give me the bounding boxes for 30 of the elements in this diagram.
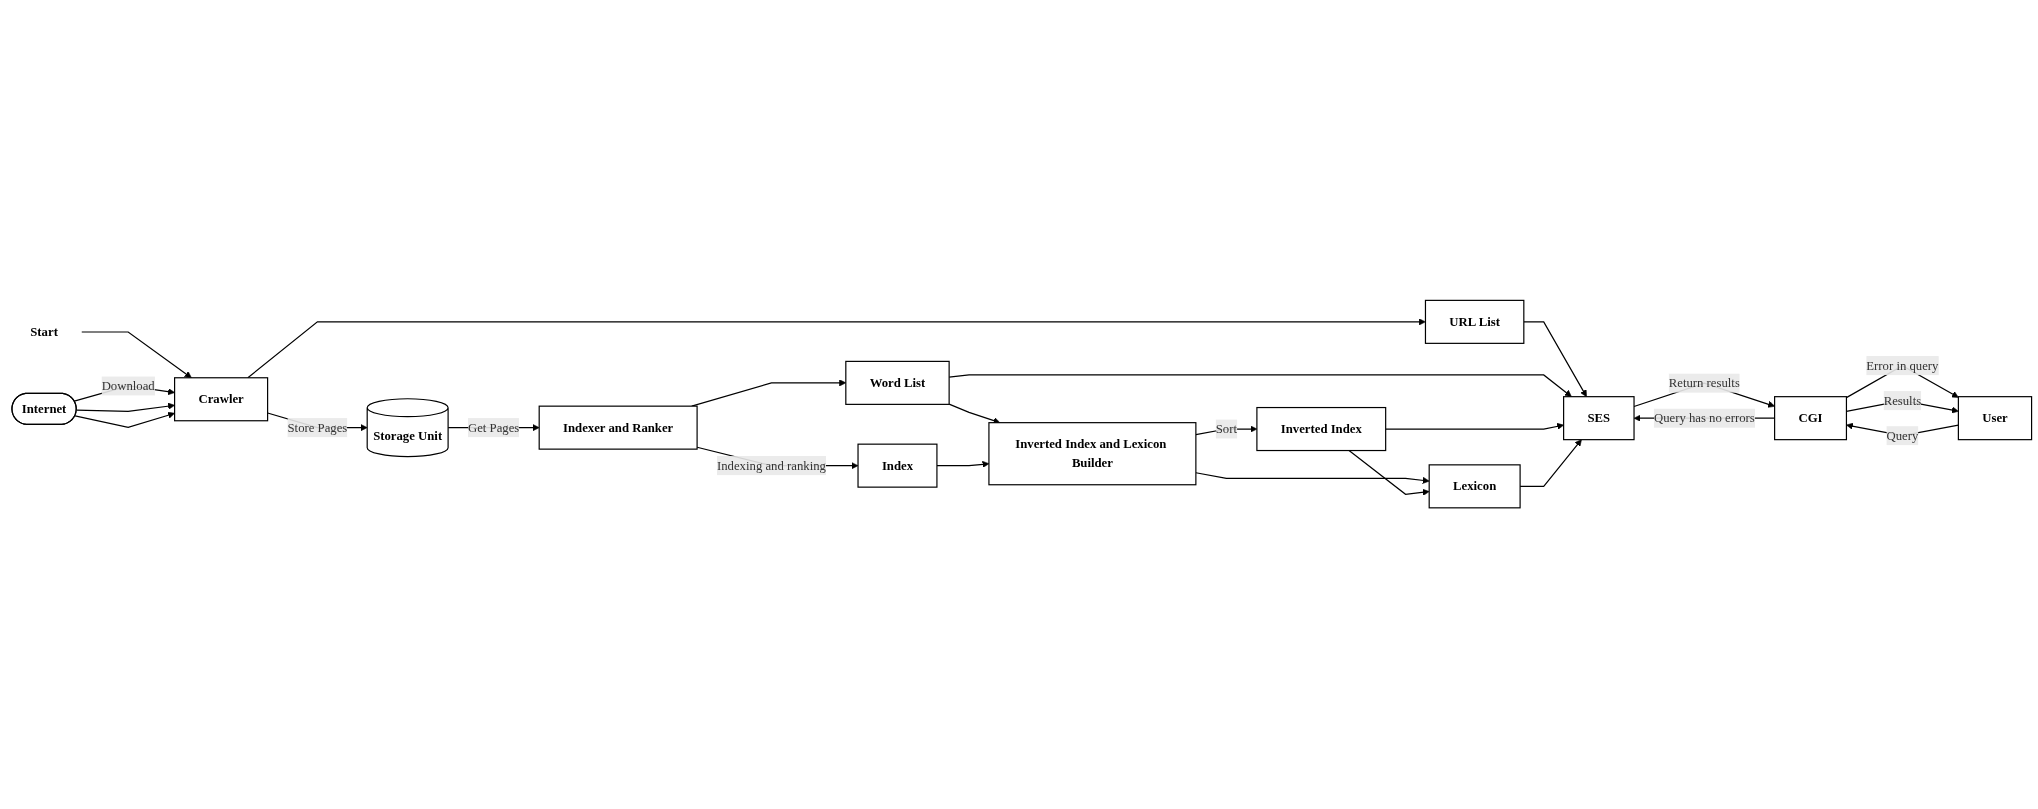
node-box: Word List [845, 361, 950, 406]
edge-label: Error in query [1866, 358, 1939, 373]
edge-label: Query [1886, 428, 1919, 443]
node-box: Lexicon [1428, 464, 1521, 509]
edge-label: Indexing and ranking [716, 458, 826, 473]
node-text: Start [30, 325, 58, 339]
edge-label: Results [1883, 393, 1922, 408]
node-box: Inverted Index and Lexicon Builder [988, 422, 1197, 486]
node-box: CGI [1774, 396, 1848, 441]
node-box: SES [1563, 396, 1635, 441]
edge-label: Return results [1668, 376, 1740, 390]
edge-label: Store Pages [287, 420, 348, 435]
arrow [1348, 450, 1430, 497]
arrow [74, 412, 175, 429]
node-box: URL List [1424, 300, 1525, 345]
arrow [247, 318, 1426, 379]
arrow [1195, 472, 1430, 485]
arrow [948, 403, 1001, 425]
node-box: User [1957, 396, 2033, 441]
node-box: Index [857, 443, 938, 489]
edge-label: Sort [1215, 422, 1237, 436]
edge-label: Query has no errors [1653, 411, 1755, 425]
arrow [1523, 321, 1587, 398]
node-box: Crawler [174, 377, 269, 422]
node-box: Indexer and Ranker [538, 405, 698, 451]
edge-label: Get Pages [468, 420, 520, 435]
arrow [1385, 423, 1564, 431]
edge-label: Download [101, 379, 155, 393]
node-box: Inverted Index [1256, 407, 1387, 452]
arrow [81, 331, 192, 379]
